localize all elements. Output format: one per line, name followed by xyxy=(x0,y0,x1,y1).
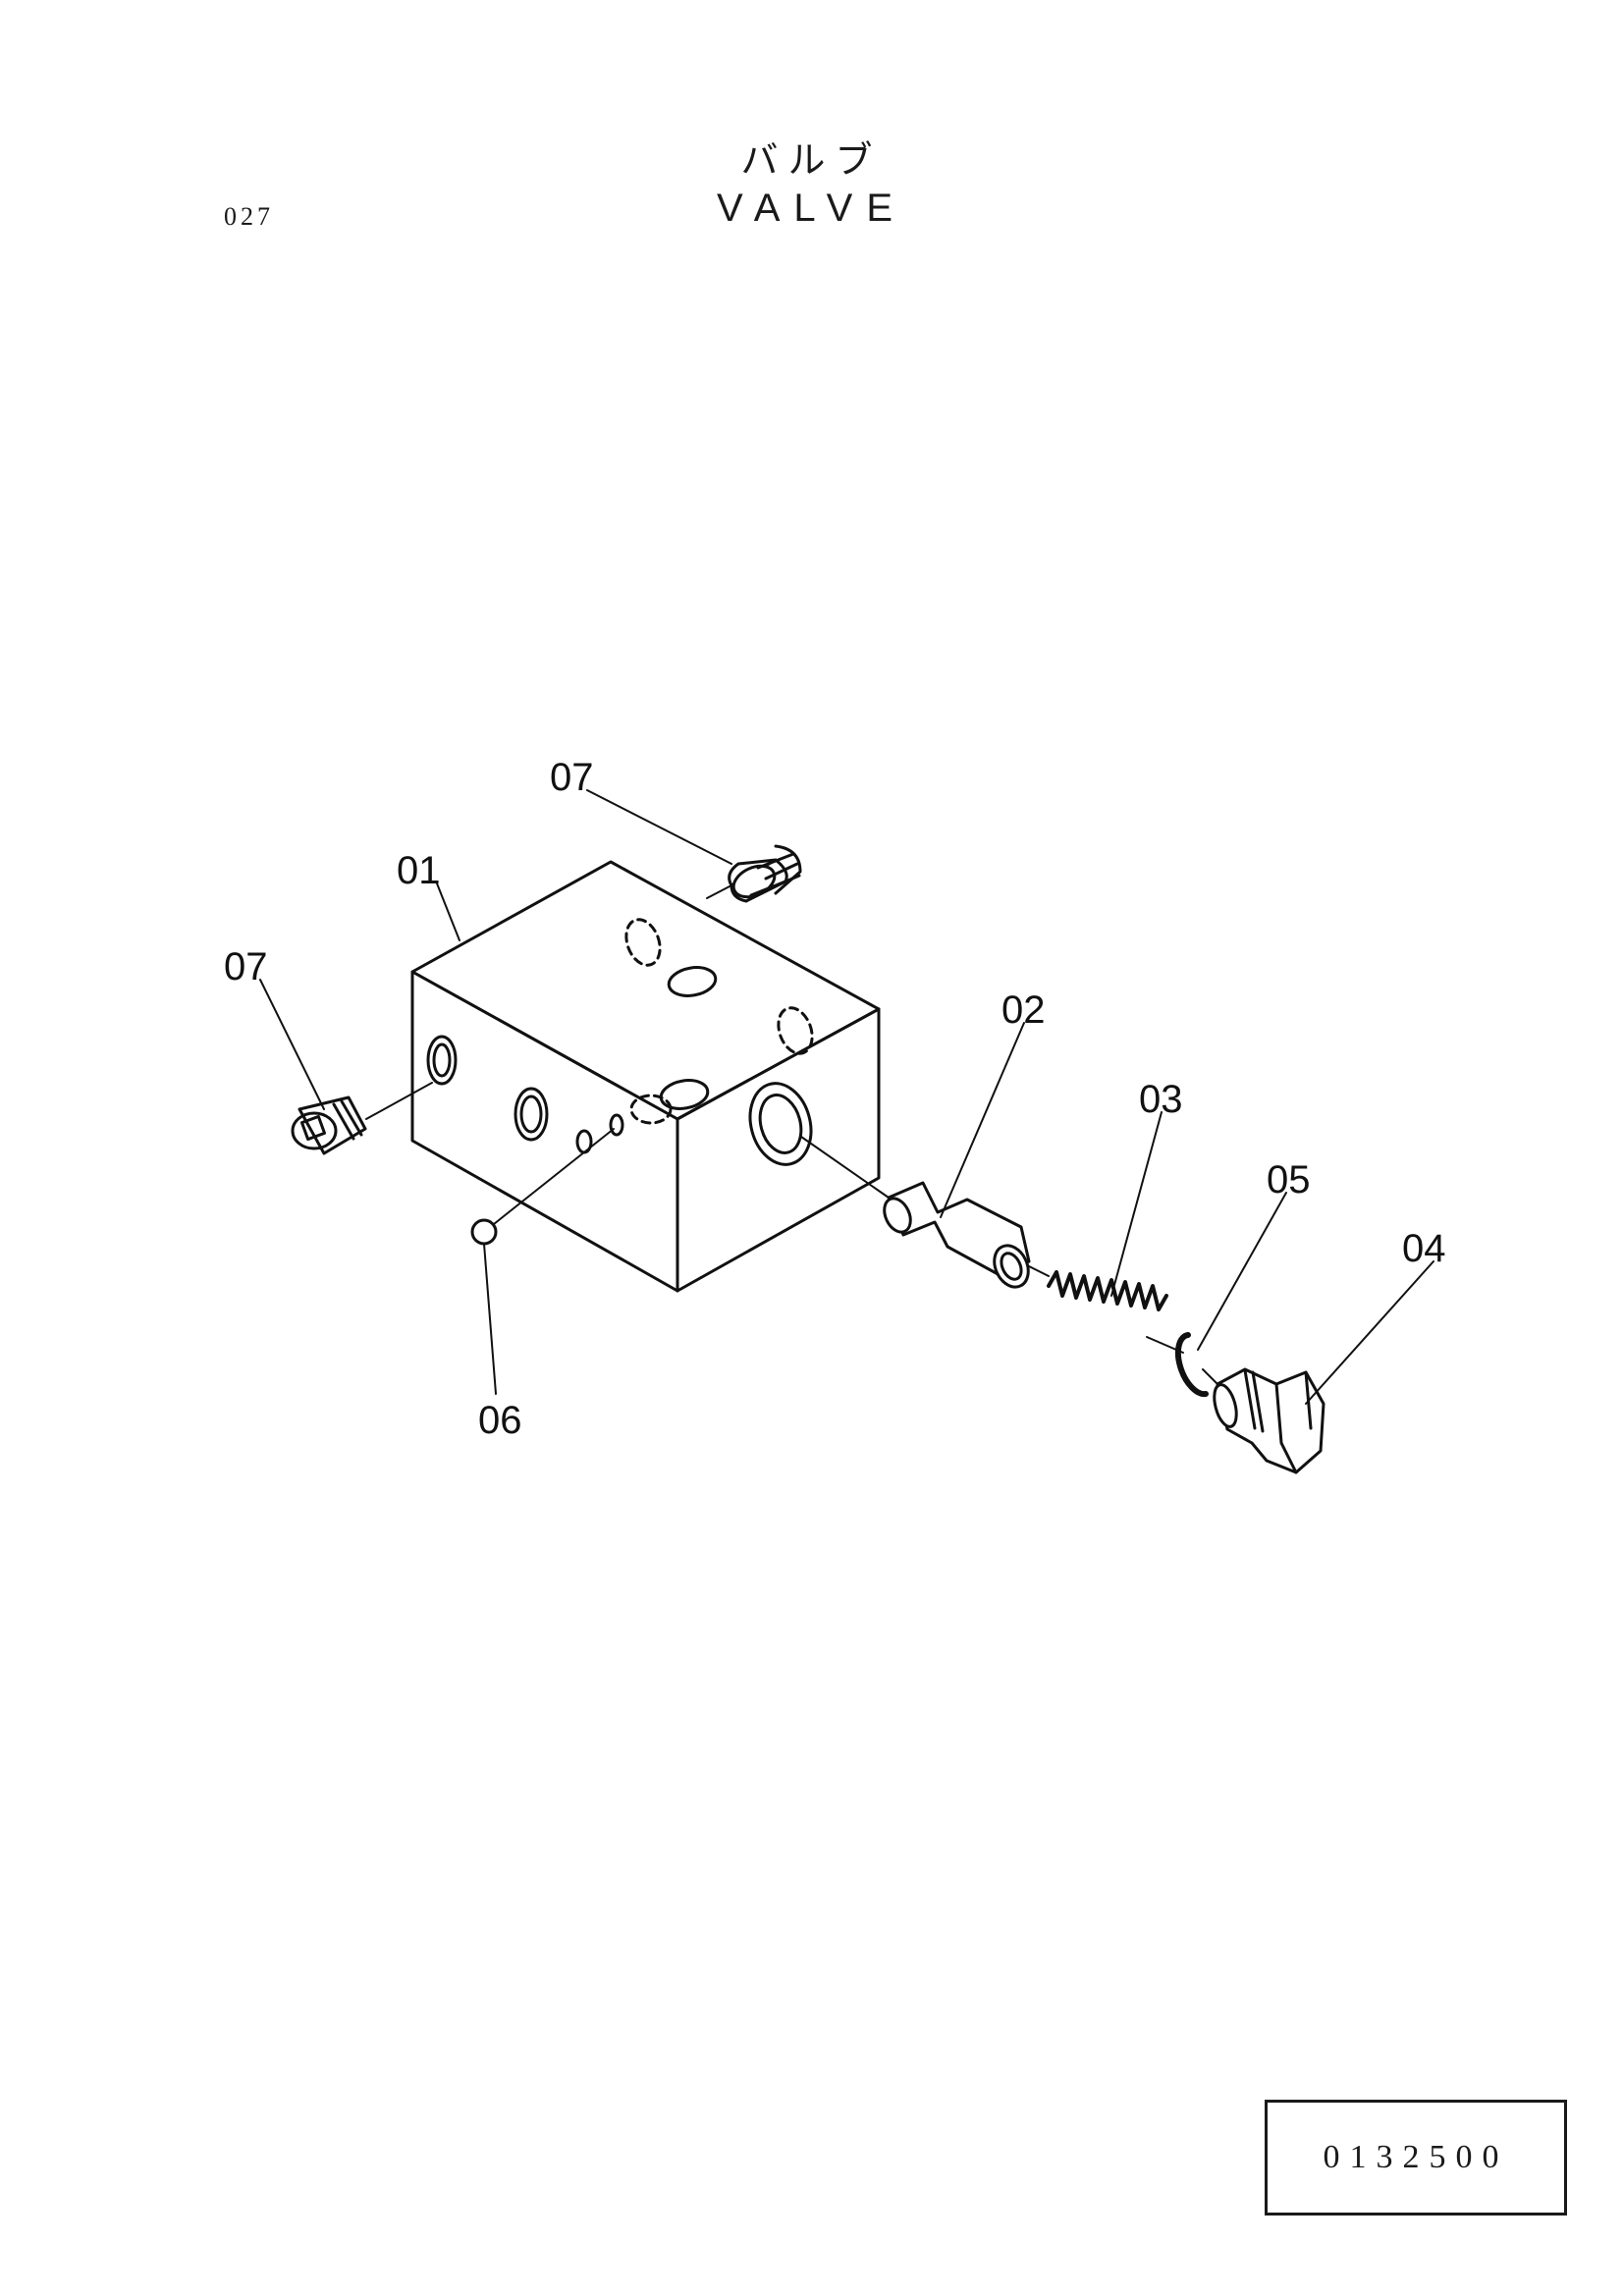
spring-part-03 xyxy=(1047,1270,1168,1311)
title-japanese: バルブ xyxy=(740,138,883,182)
part-label-05: 05 xyxy=(1267,1158,1311,1201)
plug-part-07-left xyxy=(291,1095,367,1155)
plug-part-07-top xyxy=(728,844,802,903)
document-code: 0132500 xyxy=(1323,2139,1509,2175)
page-number: 027 xyxy=(224,202,274,231)
part-label-02: 02 xyxy=(1001,988,1046,1032)
plug-part-04 xyxy=(1213,1367,1325,1474)
part-label-04: 04 xyxy=(1402,1227,1446,1270)
ball-part-06 xyxy=(470,1218,498,1246)
part-label-01: 01 xyxy=(397,849,441,892)
ring-part-05 xyxy=(1174,1332,1209,1398)
valve-body-part-01 xyxy=(410,860,881,1293)
part-label-06: 06 xyxy=(478,1399,522,1442)
part-label-07-top: 07 xyxy=(550,756,594,799)
document-code-box: 0132500 xyxy=(1265,2100,1567,2216)
title-english: VALVE xyxy=(716,187,907,230)
part-label-07-left: 07 xyxy=(224,945,268,988)
part-label-03: 03 xyxy=(1139,1078,1183,1121)
poppet-part-02 xyxy=(883,1181,1031,1289)
